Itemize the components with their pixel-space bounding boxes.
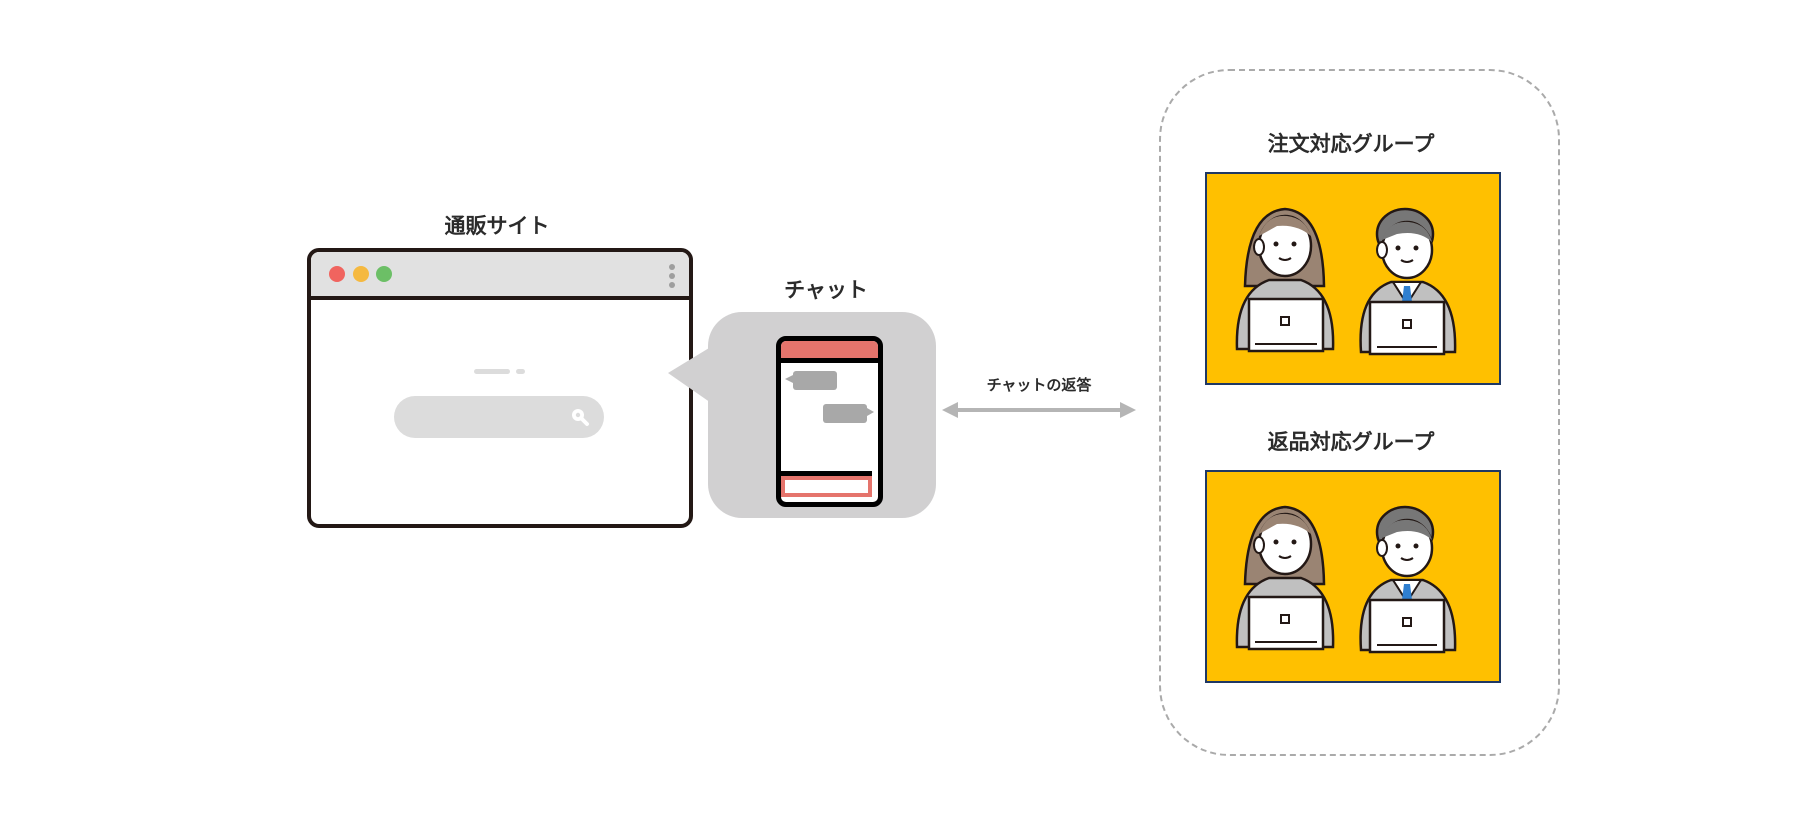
smartphone-icon <box>776 336 883 507</box>
maximize-dot-icon <box>376 266 392 282</box>
placeholder-line <box>474 369 510 374</box>
male-operator-icon <box>1359 505 1457 654</box>
browser-window <box>307 248 693 528</box>
return-group-title: 返品対応グループ <box>1267 430 1435 454</box>
browser-titlebar <box>311 252 689 300</box>
female-operator-icon <box>1235 207 1335 353</box>
minimize-dot-icon <box>353 266 369 282</box>
return-group-panel <box>1205 470 1501 683</box>
search-icon <box>572 409 589 426</box>
kebab-menu-dot <box>669 282 675 288</box>
close-dot-icon <box>329 266 345 282</box>
speech-bubble-tail <box>668 345 714 405</box>
support-groups-container <box>1159 69 1560 756</box>
message-tail <box>867 408 874 416</box>
female-operator-icon <box>1235 505 1335 651</box>
operators-illustration <box>1235 505 1457 654</box>
search-bar <box>394 396 604 438</box>
chat-title: チャット <box>784 278 868 302</box>
placeholder-line <box>516 369 525 374</box>
reply-label: チャットの返答 <box>986 376 1092 394</box>
order-group-panel <box>1205 172 1501 385</box>
male-operator-icon <box>1359 207 1457 356</box>
double-arrow-icon <box>942 402 1136 418</box>
message-received <box>793 371 837 390</box>
message-sent <box>823 404 867 423</box>
operators-illustration <box>1235 207 1457 356</box>
order-group-title: 注文対応グループ <box>1267 132 1435 156</box>
message-tail <box>785 375 793 383</box>
site-title: 通販サイト <box>444 214 550 238</box>
phone-header <box>781 341 878 363</box>
kebab-menu-icon <box>669 264 675 270</box>
phone-input-area <box>781 471 872 497</box>
kebab-menu-dot <box>669 273 675 279</box>
